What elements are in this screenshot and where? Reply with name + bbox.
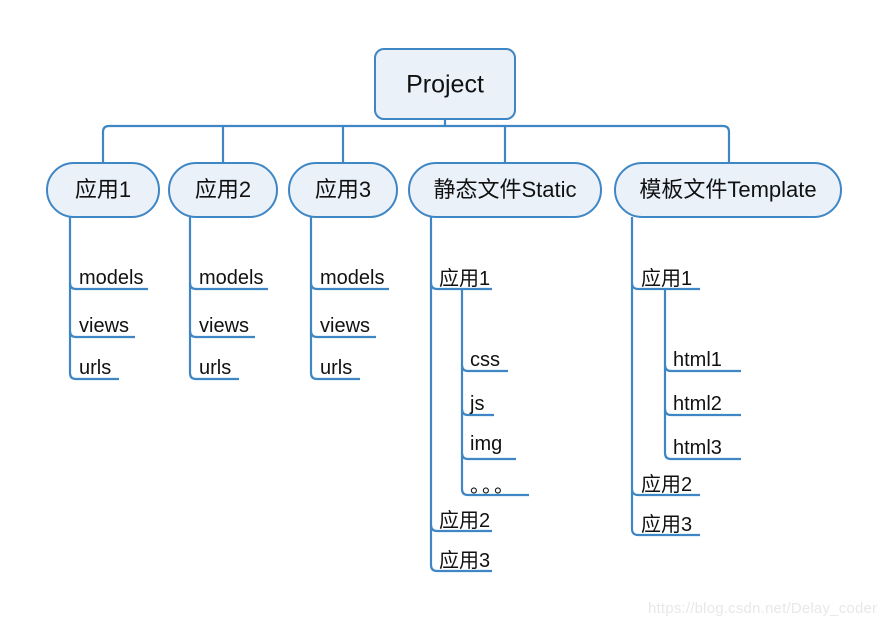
static-app1-elbow-css [460,364,508,373]
template-children-connectors [630,217,741,537]
static-spine [429,217,492,573]
app2-spine [188,217,239,381]
node-app1-shape [46,162,160,218]
leaf-label: js [469,393,484,415]
node-project-label: Project [406,71,484,99]
leaf-label: html3 [673,437,722,459]
leaf-label: 应用1 [439,267,490,290]
template-app1-spine [663,289,741,461]
node-app1-label: 应用1 [75,177,131,202]
template-spine [630,217,700,537]
leaf-label: css [470,349,500,371]
template-leaf-labels: 应用1 html1 html2 html3 应用2 应用3 [641,267,722,536]
leaf-label: 应用1 [641,267,692,290]
leaf-label: urls [199,357,231,379]
node-static-shape [408,162,602,218]
app2-elbow-views [188,330,255,339]
static-elbow-app1 [429,282,492,291]
leaf-label: 应用2 [641,473,692,496]
app2-children-connectors [188,217,268,381]
template-elbow-app1 [630,282,700,291]
static-app1-elbow-img [460,452,516,461]
node-app1[interactable]: 应用1 [46,162,160,218]
node-app3-shape [288,162,398,218]
app1-elbow-views [68,330,135,339]
node-template-label: 模板文件Template [639,177,816,202]
node-template[interactable]: 模板文件Template [614,162,842,218]
app2-elbow-models [188,282,268,291]
app1-leaf-labels: models views urls [79,267,143,379]
node-static[interactable]: 静态文件Static [408,162,602,218]
node-app2-shape [168,162,278,218]
leaf-label: 应用3 [641,513,692,536]
leaf-label: html1 [673,349,722,371]
watermark: https://blog.csdn.net/Delay_coder [648,600,878,617]
static-leaf-labels: 应用1 css js img 。。。 应用2 应用3 [439,267,516,572]
node-template-shape [614,162,842,218]
app3-children-connectors [309,217,389,381]
app1-elbow-models [68,282,148,291]
template-elbow-app2 [630,488,700,497]
app3-elbow-models [309,282,389,291]
leaf-label: 应用3 [439,549,490,572]
leaf-label: models [320,267,384,289]
app3-leaf-labels: models views urls [320,267,384,379]
node-app3-label: 应用3 [315,177,371,202]
leaf-label: img [470,433,502,455]
static-children-connectors [429,217,529,573]
leaf-label: 应用2 [439,509,490,532]
static-app1-elbow-js [460,408,494,417]
app1-children-connectors [68,217,148,381]
root-to-branches-connectors [101,120,731,168]
template-app1-elbow-html1 [663,364,741,373]
app1-spine [68,217,119,381]
node-project[interactable]: Project [374,48,516,120]
node-project-shape [374,48,516,120]
leaf-label: views [199,315,249,337]
leaf-label-ellipsis: 。。。 [470,475,516,497]
leaf-label: models [199,267,263,289]
leaf-label: urls [79,357,111,379]
static-elbow-app2 [429,524,492,533]
leaf-label: models [79,267,143,289]
static-app1-spine [460,289,529,497]
node-app2[interactable]: 应用2 [168,162,278,218]
node-app2-label: 应用2 [195,177,251,202]
node-static-label: 静态文件Static [433,177,576,202]
leaf-label: views [79,315,129,337]
leaf-label: urls [320,357,352,379]
leaf-label: html2 [673,393,722,415]
leaf-label: views [320,315,370,337]
app2-leaf-labels: models views urls [199,267,263,379]
template-app1-elbow-html2 [663,408,741,417]
app3-spine [309,217,360,381]
node-app3[interactable]: 应用3 [288,162,398,218]
branch-bus [101,124,731,168]
app3-elbow-views [309,330,376,339]
